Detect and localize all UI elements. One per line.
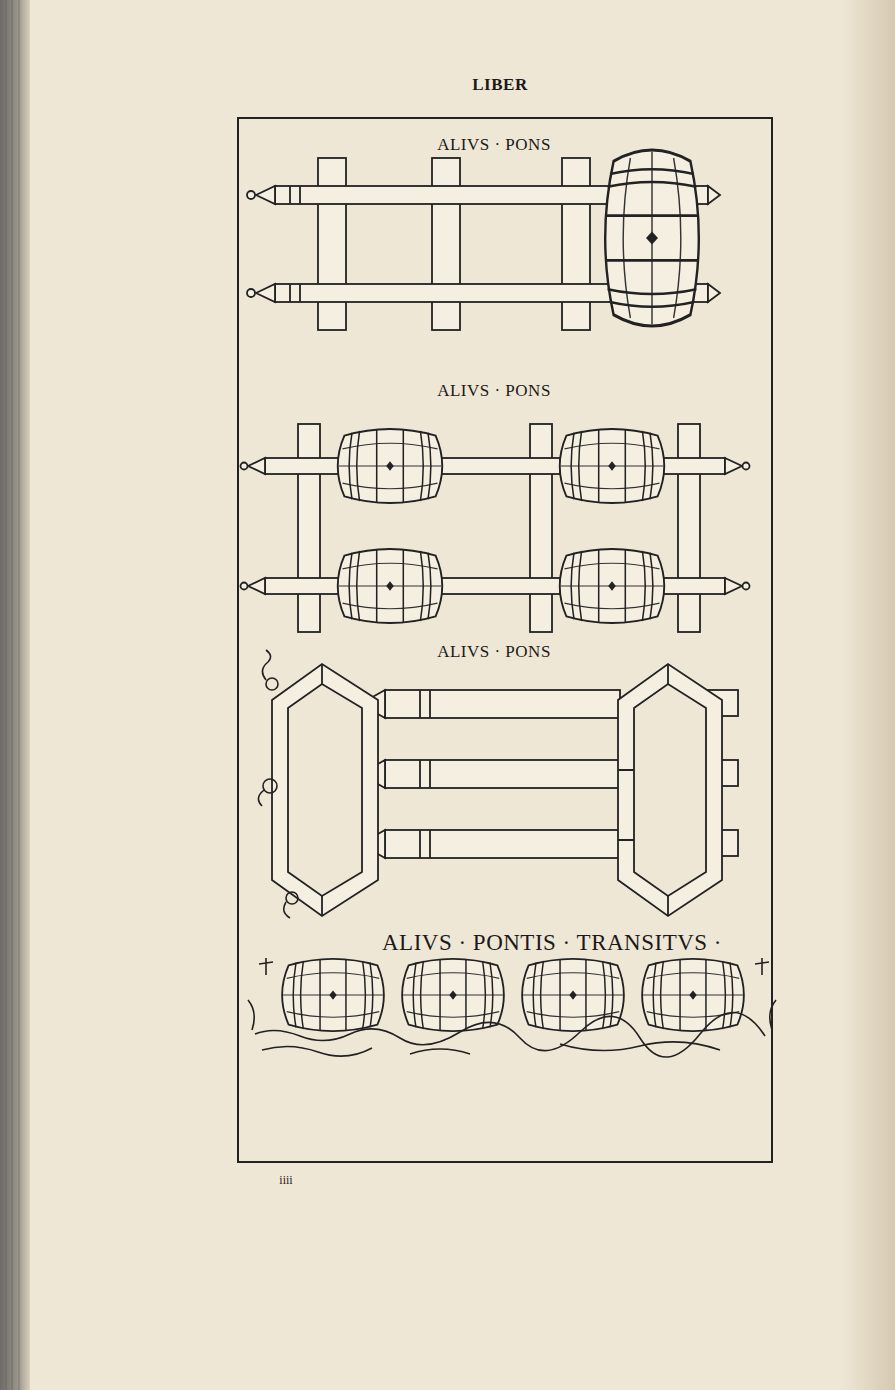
figure-caption: ALIVS · PONS [434, 643, 554, 662]
figure-caption: ALIVS · PONS [434, 136, 554, 155]
figure-caption: ALIVS · PONTIS · TRANSITVS · [379, 930, 725, 955]
signature-mark: iiii [276, 1174, 295, 1187]
running-head: LIBER [469, 76, 530, 95]
figure-caption: ALIVS · PONS [434, 382, 554, 401]
